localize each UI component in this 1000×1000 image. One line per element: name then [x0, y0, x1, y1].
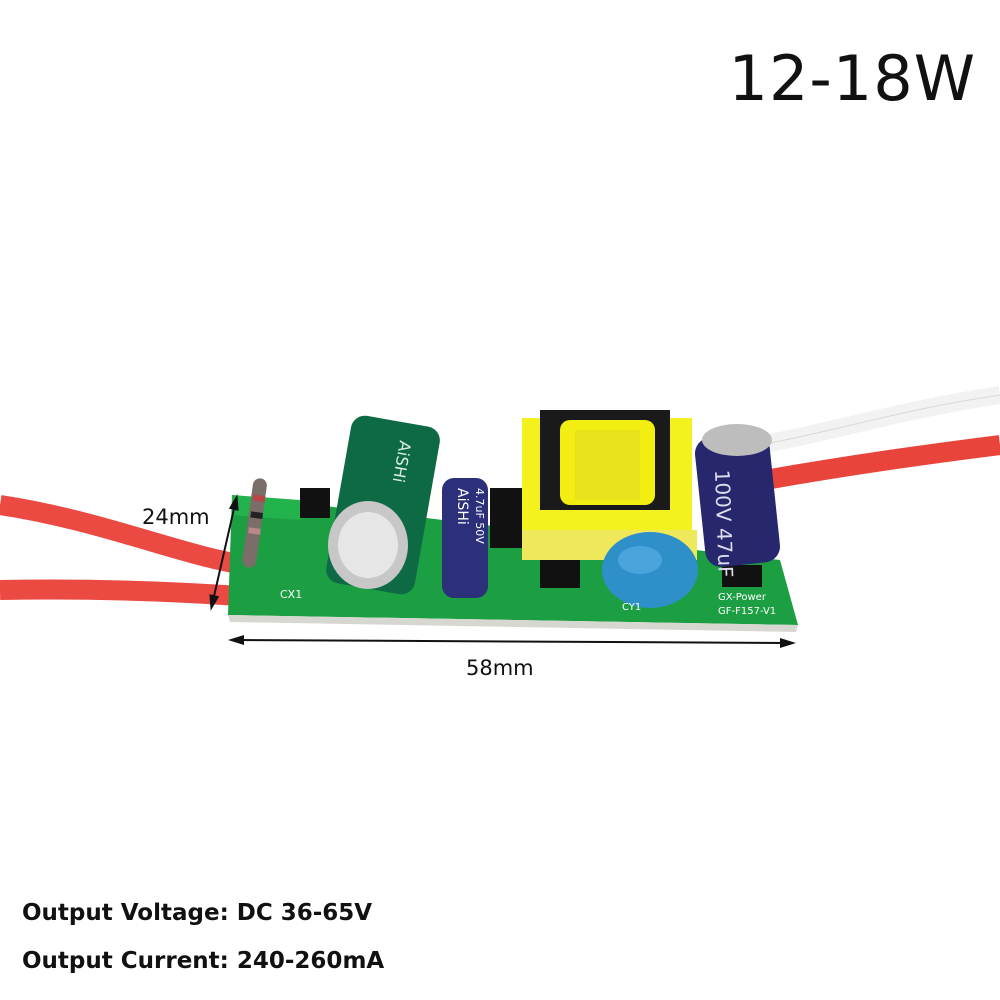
- output-current-spec: Output Current: 240-260mA: [22, 948, 385, 974]
- output-voltage-spec: Output Voltage: DC 36-65V: [22, 900, 373, 926]
- right-capacitor: 100V 47uF: [694, 424, 781, 578]
- resistor: [242, 478, 267, 568]
- red-wire-right: [763, 435, 1000, 490]
- right-cap-label: 100V 47uF: [710, 469, 738, 578]
- big-capacitor: AiSHi: [326, 415, 440, 595]
- pcb-label-model: GF-F157-V1: [718, 606, 776, 617]
- chip-1: [300, 488, 330, 518]
- width-dimension-arrow: [209, 494, 239, 611]
- small-cap-brand: AiSHi: [454, 488, 470, 525]
- small-capacitor: AiSHi 4.7uF 50V: [442, 478, 488, 598]
- chip-3: [540, 560, 580, 588]
- chip-4: [722, 565, 762, 587]
- disc-capacitor: [602, 532, 698, 608]
- length-label: 58mm: [466, 656, 534, 680]
- pcb-label-cx1: CX1: [280, 588, 302, 601]
- length-dimension-arrow: [228, 635, 796, 648]
- small-cap-rating: 4.7uF 50V: [473, 488, 486, 544]
- transformer: [522, 410, 697, 560]
- red-wire-left-top: [0, 495, 247, 575]
- pcb-label-cy1: CY1: [622, 602, 641, 613]
- pcb-label-brand: GX-Power: [718, 592, 767, 603]
- wattage-title: 12-18W: [728, 42, 976, 115]
- width-label: 24mm: [142, 505, 210, 529]
- red-wire-left-bottom: [0, 579, 241, 606]
